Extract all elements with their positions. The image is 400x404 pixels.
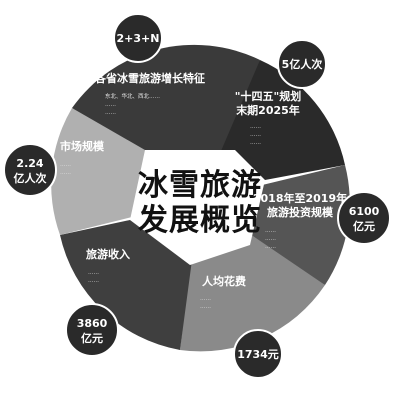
bubble-3860-line2: 亿元 — [81, 331, 103, 345]
bubble-3860-line1: 3860 — [77, 317, 108, 330]
segment-title-investment-line1: 2018年至2019年 — [253, 191, 347, 205]
segment-body-market-1: …… — [60, 162, 71, 168]
segment-body-2025-1: …… — [250, 124, 261, 130]
segment-body-investment-1: …… — [265, 228, 276, 234]
bubble-6100-line1: 6100 — [349, 205, 380, 218]
segment-body-revenue-1: …… — [88, 270, 99, 276]
center-title-line1: 冰雪旅游 — [138, 168, 262, 203]
bubble-2-3-n — [113, 13, 163, 63]
segment-body-market-2: …… — [60, 170, 71, 176]
segment-body-revenue-2: …… — [88, 278, 99, 284]
bubble-5-yi-renci-label: 5亿人次 — [282, 57, 323, 71]
bubble-5-yi-renci — [277, 39, 327, 89]
segment-body-per-capita-1: …… — [200, 296, 211, 302]
bubble-3860 — [65, 303, 119, 357]
bubble-2-24 — [3, 143, 57, 197]
bubble-2-24-line2: 亿人次 — [14, 171, 47, 185]
bubble-2-24-line1: 2.24 — [16, 157, 43, 170]
segment-title-market-scale: 市场规模 — [60, 139, 105, 153]
center-title-line2: 发展概览 — [137, 203, 262, 238]
segment-title-2025-line1: "十四五"规划 — [235, 89, 301, 103]
segment-body-growth-3: …… — [105, 110, 116, 116]
segment-title-revenue: 旅游收入 — [86, 247, 130, 261]
segment-body-per-capita-2: …… — [200, 304, 211, 310]
segment-body-2025-2: …… — [250, 132, 261, 138]
bubble-2-3-n-label: 2+3+N — [117, 32, 160, 45]
segment-body-2025-3: …… — [250, 140, 261, 146]
segment-body-growth-1: 东北、华北、西北…… — [105, 92, 160, 100]
segment-title-2025-line2: 末期2025年 — [235, 103, 300, 117]
segment-title-investment-line2: 旅游投资规模 — [267, 205, 334, 219]
segment-title-per-capita: 人均花费 — [202, 274, 246, 288]
segment-body-investment-3: …… — [265, 244, 276, 250]
bubble-6100-line2: 亿元 — [353, 219, 375, 233]
bubble-1734-label: 1734元 — [237, 348, 279, 361]
bubble-6100 — [337, 191, 391, 245]
segment-body-growth-2: …… — [105, 102, 116, 108]
segment-title-growth: 各省冰雪旅游增长特征 — [94, 71, 205, 85]
segment-body-investment-2: …… — [265, 236, 276, 242]
bubble-1734 — [233, 329, 283, 379]
center-area — [130, 150, 265, 265]
